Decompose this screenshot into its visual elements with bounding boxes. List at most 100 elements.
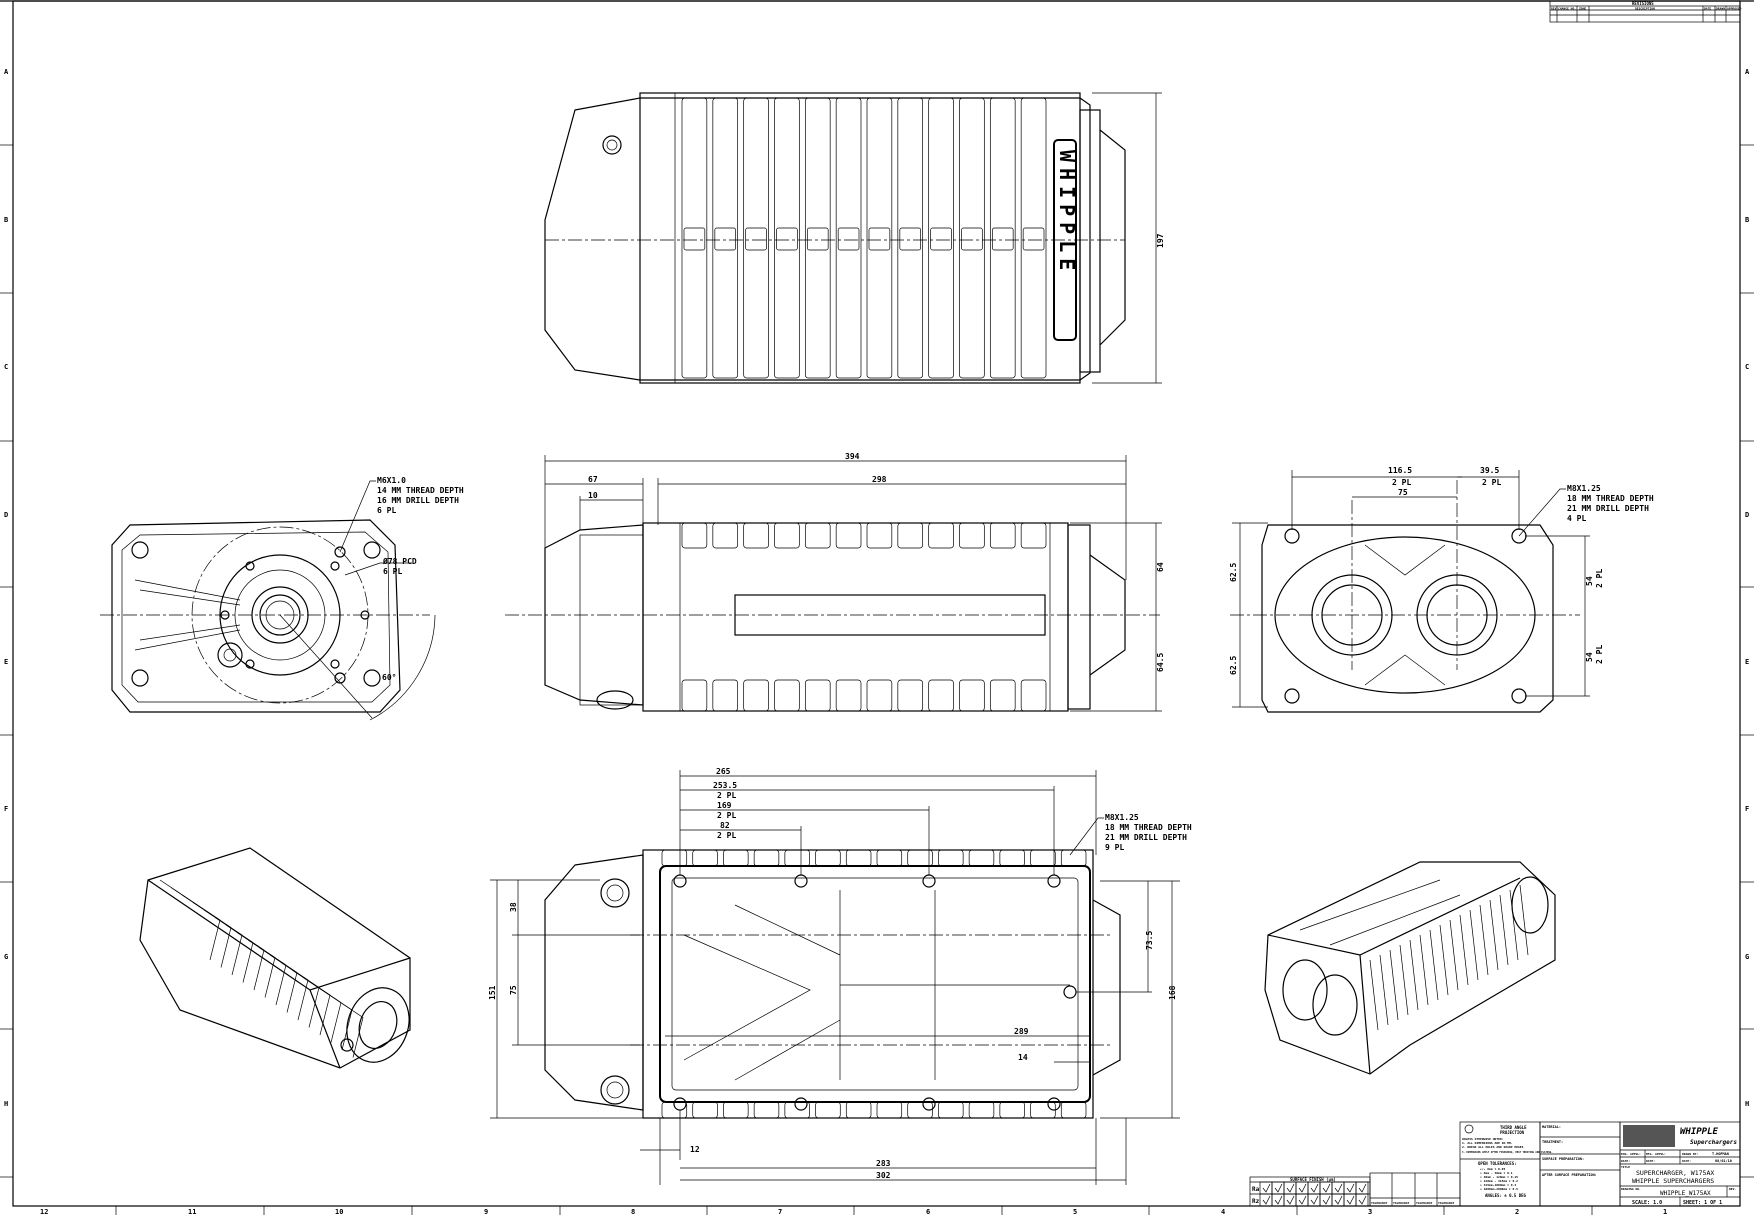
projection-line1: THIRD ANGLE <box>1500 1125 1527 1130</box>
surface-finish-symbol-icon <box>1286 1183 1295 1193</box>
zone-row-label: C <box>1745 363 1749 371</box>
surface-finish-symbol-icon <box>1346 1195 1355 1205</box>
dim-289: 289 <box>1014 1027 1029 1036</box>
dim-75: 75 <box>1398 488 1408 497</box>
revisions-header: DATE <box>1704 7 1711 11</box>
surface-finish-symbol-icon <box>1298 1183 1307 1193</box>
housing-ribs <box>681 522 1047 712</box>
housing-rib <box>804 97 831 379</box>
zone-col-label: 6 <box>926 1208 930 1215</box>
housing-rib <box>1469 909 1479 981</box>
housing-rib <box>302 977 364 1058</box>
dim-168: 168 <box>1168 985 1177 1000</box>
housing-rib <box>280 962 342 1043</box>
housing-rib <box>938 849 964 867</box>
surface-finish-symbol-icon <box>1322 1183 1331 1193</box>
housing-rib <box>866 522 893 549</box>
housing-rib <box>938 1101 964 1119</box>
dim-394: 394 <box>845 452 860 461</box>
rev-label: REV. <box>1729 1187 1736 1191</box>
dim-197: 197 <box>1156 233 1165 248</box>
dim-39-5-note: 2 PL <box>1482 478 1501 487</box>
housing-rib <box>1060 849 1087 867</box>
isometric-view-left <box>139 847 411 1069</box>
housing-rib <box>712 522 739 549</box>
eng-appvl-label: ENG. APPVL: <box>1621 1152 1641 1156</box>
housing-rib <box>866 97 893 379</box>
surface-finish-cell <box>1355 1193 1369 1207</box>
drawn-by: T.HOFMAN <box>1712 1152 1729 1156</box>
housing-rib <box>743 679 769 712</box>
scale: SCALE: 1.0 <box>1632 1200 1662 1206</box>
housing-rib <box>1379 954 1389 1026</box>
tolerance-row: > 120mm - 315mm ± 0.2 <box>1480 1179 1518 1183</box>
zone-col-label: 1 <box>1663 1208 1667 1215</box>
housing-rib <box>681 522 708 549</box>
housing-rib-slot <box>961 227 983 251</box>
housing-rib <box>723 1101 749 1119</box>
callout-m6-line4: 6 PL <box>377 506 396 515</box>
front-view: 394 298 67 10 64 64.5 <box>505 452 1165 712</box>
callout-m8-line4: 4 PL <box>1567 514 1586 523</box>
housing-rib <box>928 679 954 712</box>
zone-row-label: E <box>1745 658 1749 666</box>
housing-rib <box>968 1101 995 1119</box>
housing-rib <box>959 679 985 712</box>
angle-60: 60° <box>382 673 396 682</box>
housing-rib <box>225 924 287 1006</box>
dim-67: 67 <box>588 475 598 484</box>
housing-rib <box>989 522 1016 549</box>
housing-rib <box>999 849 1025 867</box>
housing-rib <box>1409 939 1419 1011</box>
tolerance-row: > 315mm-1000mm ± 0.3 <box>1480 1183 1516 1187</box>
surface-finish-symbol-icon <box>1274 1183 1283 1193</box>
drawing-no: WHIPPLE_W175AX <box>1660 1190 1711 1197</box>
dim-116-5: 116.5 <box>1388 466 1412 475</box>
zone-col-label: 3 <box>1368 1208 1372 1215</box>
housing-rib <box>784 849 810 867</box>
callout-m8-line2: 18 MM THREAD DEPTH <box>1567 494 1654 503</box>
housing-rib <box>1449 919 1459 991</box>
housing-rib <box>897 97 924 379</box>
housing-rib <box>743 522 769 549</box>
company-logo: WHIPPLE <box>1680 1127 1719 1137</box>
revisions-header: APPROVED <box>1727 7 1742 11</box>
zone-row-label: G <box>1745 953 1749 961</box>
housing-rib <box>692 849 718 867</box>
housing-rib <box>181 894 243 976</box>
dim-265: 265 <box>716 767 731 776</box>
dim-39-5: 39.5 <box>1480 466 1499 475</box>
housing-rib <box>1439 924 1449 996</box>
callout-pcd-line2: 6 PL <box>383 567 402 576</box>
housing-rib <box>723 849 749 867</box>
housing-rib <box>774 522 800 549</box>
housing-rib <box>1020 679 1047 712</box>
housing-rib <box>247 939 309 1021</box>
dim-54-lower-note: 2 PL <box>1595 645 1604 664</box>
surface-finish-symbol-icon <box>1262 1195 1271 1205</box>
company-logo-sub: Superchargers <box>1690 1139 1737 1146</box>
housing-rib <box>1419 934 1429 1006</box>
left-end-view: 60° M6X1.0 14 MM THREAD DEPTH 16 MM DRIL… <box>100 476 464 721</box>
note-1: 1. ALL DIMENSIONS ARE IN MM. <box>1462 1141 1513 1145</box>
callout-m8-bottom-line1: M8X1.25 <box>1105 813 1139 822</box>
bottom-view: 265 253.5 2 PL 169 2 PL 82 2 PL M8X1.25 … <box>488 767 1192 1185</box>
housing-rib <box>815 1101 841 1119</box>
zone-rows-left: A B C D E F G H <box>0 68 13 1178</box>
tolerance-row: > 30mm - 120mm ± 0.15 <box>1480 1175 1518 1179</box>
housing-rib <box>236 932 298 1013</box>
housing-rib-slot <box>930 227 952 251</box>
housing-rib <box>1020 522 1047 549</box>
housing-rib <box>774 97 800 379</box>
zone-col-label: 5 <box>1073 1208 1077 1215</box>
housing-rib <box>291 969 353 1051</box>
zone-row-label: G <box>4 953 8 961</box>
housing-rib <box>681 679 708 712</box>
housing-rib <box>845 849 872 867</box>
zone-col-label: 12 <box>40 1208 48 1215</box>
housing-rib <box>959 522 985 549</box>
callout-m8-bottom-line2: 18 MM THREAD DEPTH <box>1105 823 1192 832</box>
dim-169-note: 2 PL <box>717 811 736 820</box>
dim-54-lower: 54 <box>1585 652 1594 662</box>
housing-rib <box>897 679 924 712</box>
